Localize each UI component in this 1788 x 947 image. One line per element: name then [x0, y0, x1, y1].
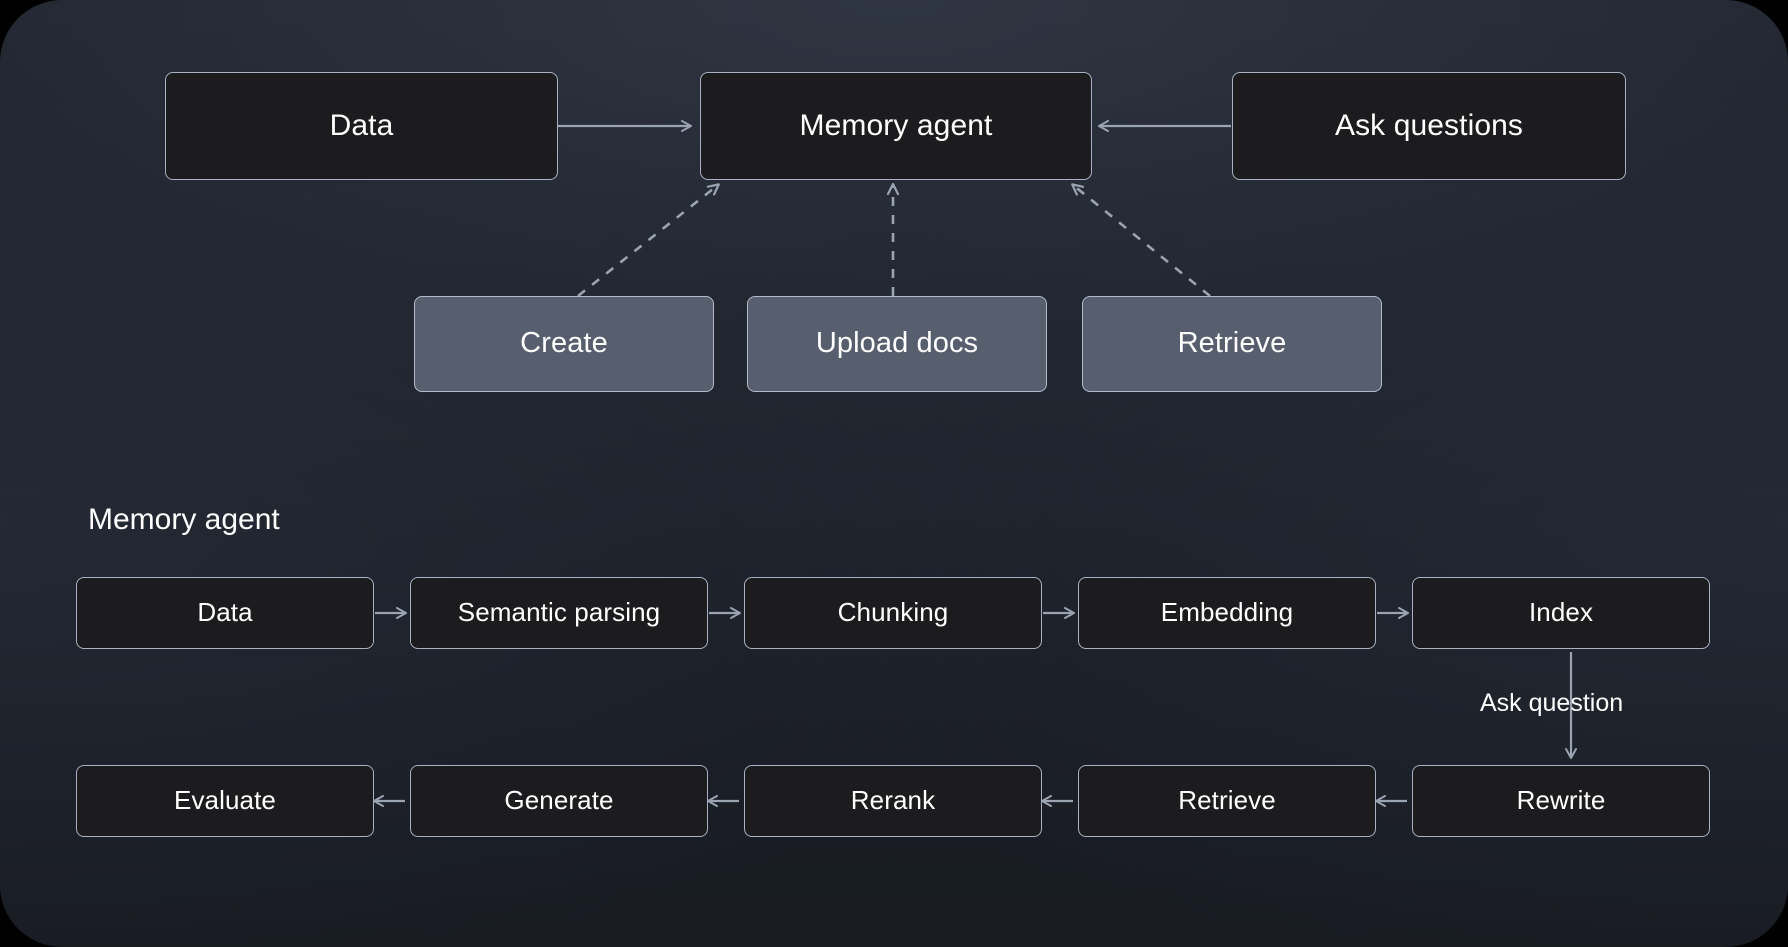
node-create[interactable]: Create [414, 296, 714, 392]
edge-retrieve-to-memory-agent [1071, 183, 1211, 298]
edge-label-ask-question: Ask question [1480, 689, 1624, 717]
node-label: Embedding [1160, 597, 1294, 628]
node-pipeline-index[interactable]: Index [1412, 577, 1710, 649]
section-title: Memory agent [88, 503, 280, 536]
node-label: Rerank [850, 785, 936, 816]
node-label: Data [197, 597, 253, 628]
node-pipeline-evaluate[interactable]: Evaluate [76, 765, 374, 837]
node-label: Generate [504, 785, 614, 816]
node-pipeline-rewrite[interactable]: Rewrite [1412, 765, 1710, 837]
node-label: Index [1528, 597, 1594, 628]
node-pipeline-embedding[interactable]: Embedding [1078, 577, 1376, 649]
node-label: Rewrite [1516, 785, 1606, 816]
node-label: Evaluate [174, 785, 276, 816]
node-ask-questions[interactable]: Ask questions [1232, 72, 1626, 180]
node-upload-docs[interactable]: Upload docs [747, 296, 1047, 392]
node-pipeline-rerank[interactable]: Rerank [744, 765, 1042, 837]
node-label: Ask questions [1334, 108, 1524, 142]
node-label: Upload docs [815, 327, 979, 360]
node-pipeline-retrieve[interactable]: Retrieve [1078, 765, 1376, 837]
node-data[interactable]: Data [165, 72, 558, 180]
node-pipeline-semantic-parsing[interactable]: Semantic parsing [410, 577, 708, 649]
node-pipeline-data[interactable]: Data [76, 577, 374, 649]
node-pipeline-generate[interactable]: Generate [410, 765, 708, 837]
node-label: Semantic parsing [457, 597, 661, 628]
node-label: Retrieve [1177, 327, 1287, 360]
node-retrieve[interactable]: Retrieve [1082, 296, 1382, 392]
node-label: Create [520, 327, 608, 360]
node-label: Retrieve [1178, 785, 1276, 816]
edge-create-to-memory-agent [577, 183, 720, 298]
node-memory-agent[interactable]: Memory agent [700, 72, 1092, 180]
node-pipeline-chunking[interactable]: Chunking [744, 577, 1042, 649]
node-label: Chunking [837, 597, 949, 628]
node-label: Memory agent [799, 108, 993, 142]
node-label: Data [329, 108, 394, 142]
